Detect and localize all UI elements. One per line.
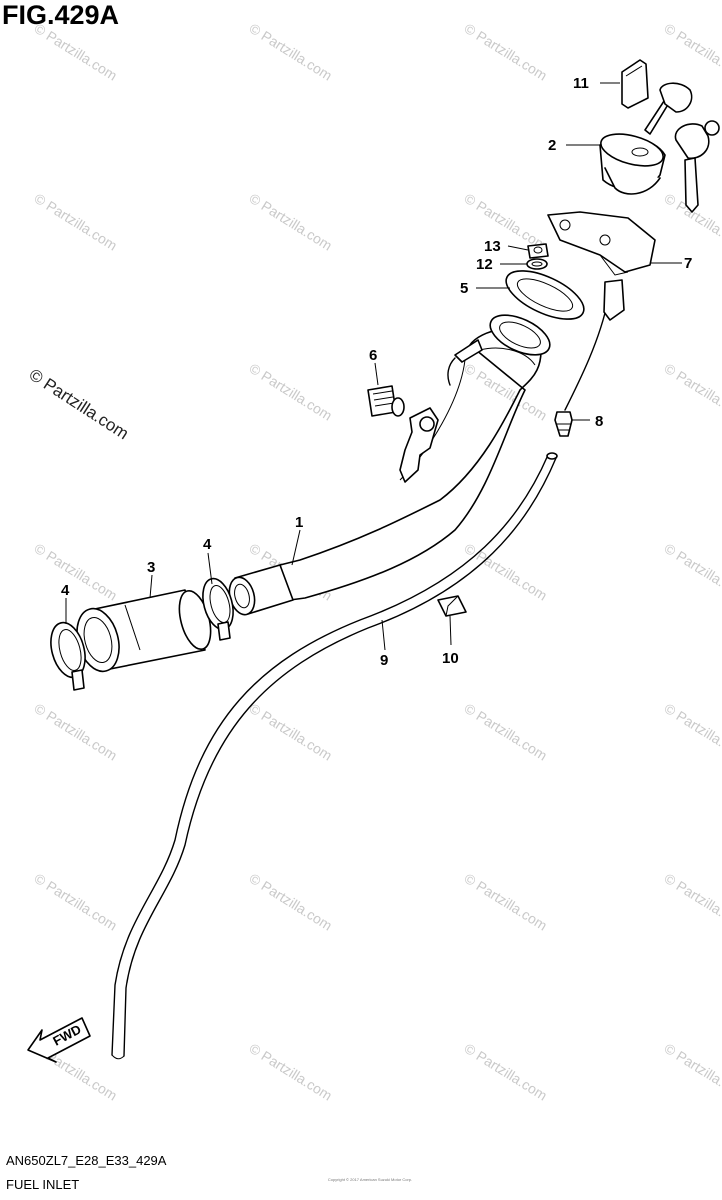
callout-labels: 11 2 7 13 12 5 6 8 1 3 4 4 9 10 (61, 75, 692, 669)
callout-11: 11 (573, 75, 589, 92)
callout-13: 13 (484, 238, 501, 255)
connector-hose (76, 589, 212, 673)
hose-joint (554, 411, 573, 437)
hose-clamp-left (50, 621, 86, 691)
breather-hose (111, 452, 558, 1060)
forward-arrow: FWD (27, 1017, 91, 1063)
callout-5: 5 (460, 280, 468, 297)
cap-gasket (505, 270, 585, 320)
washer (526, 258, 548, 270)
callout-2: 2 (548, 137, 556, 154)
fuel-cap (599, 133, 666, 195)
hose-clip (437, 595, 467, 617)
filler-pipe (228, 314, 551, 616)
callout-10: 10 (442, 650, 459, 667)
copyright-notice: Copyright © 2017 American Suzuki Motor C… (327, 1177, 413, 1182)
callout-1: 1 (295, 514, 303, 531)
callout-8: 8 (595, 413, 603, 430)
nut (527, 243, 549, 259)
callout-6: 6 (369, 347, 377, 364)
ignition-keys (644, 82, 720, 213)
callout-9: 9 (380, 652, 388, 669)
callout-4-left: 4 (61, 582, 70, 599)
section-name: FUEL INLET (6, 1177, 80, 1192)
damper-screw (367, 385, 405, 417)
callout-3: 3 (147, 559, 155, 576)
cap-bracket (547, 211, 656, 276)
model-code: AN650ZL7_E28_E33_429A (6, 1153, 167, 1168)
key-tag (621, 59, 649, 109)
hose-clamp-right (202, 577, 234, 641)
callout-7: 7 (684, 255, 692, 272)
leader-lines (65, 82, 682, 651)
drain-hose (564, 279, 625, 411)
callout-12: 12 (476, 256, 493, 273)
callout-4-right: 4 (203, 536, 212, 553)
figure-title: FIG.429A (2, 0, 120, 30)
